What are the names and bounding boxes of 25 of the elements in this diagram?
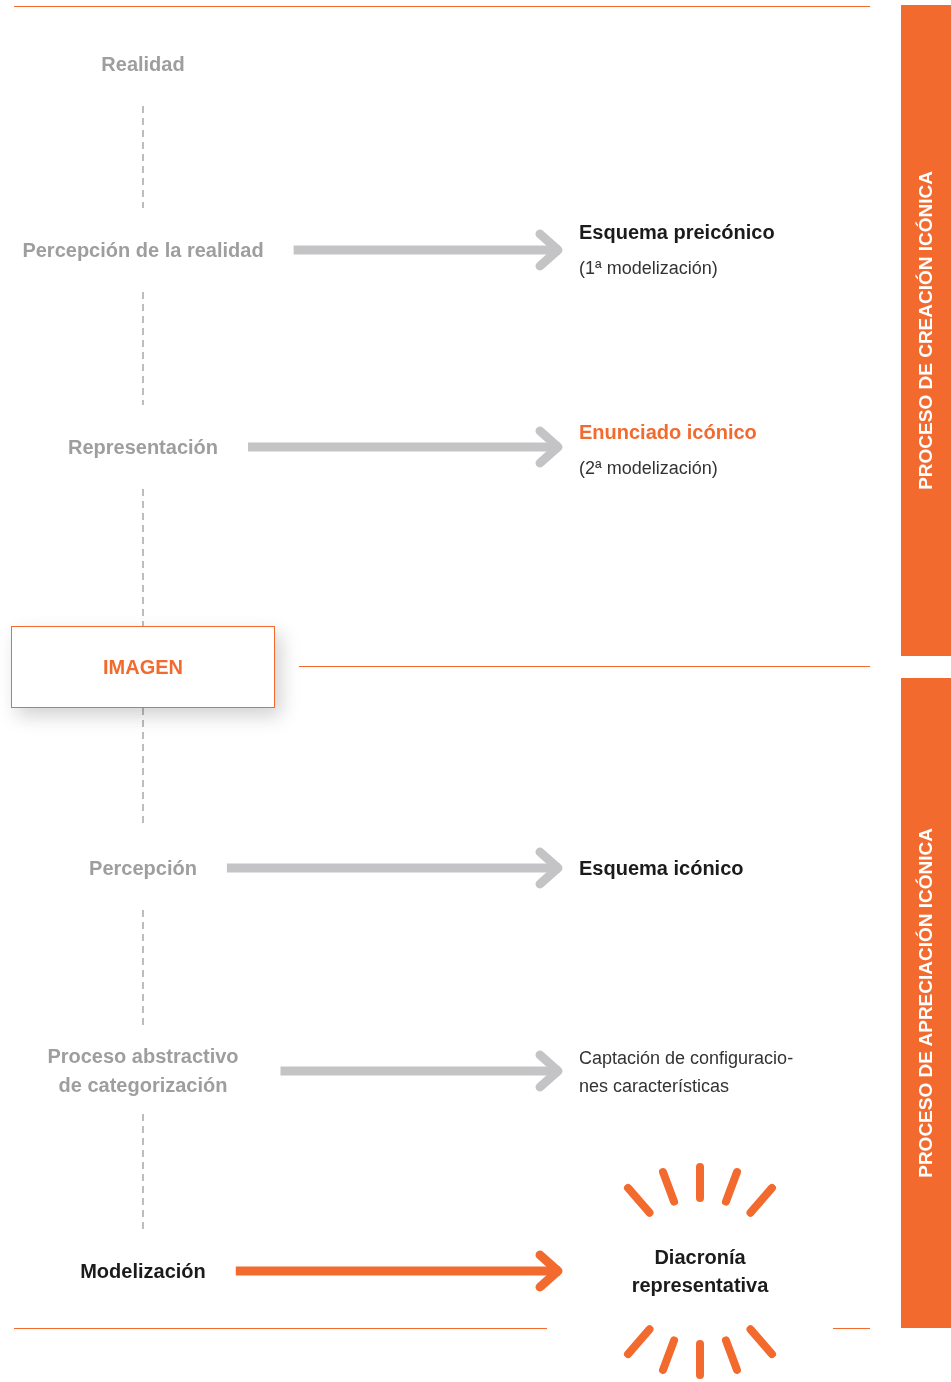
step-label: Percepción xyxy=(89,855,197,881)
side-band: PROCESO DE APRECIACIÓN ICÓNICA xyxy=(901,678,951,1328)
result-title: Enunciado icónico xyxy=(579,420,757,445)
arrow xyxy=(280,1050,563,1092)
result-note: (1ª modelización) xyxy=(579,257,718,280)
result-note: (2ª modelización) xyxy=(579,457,718,480)
highlighted-box: IMAGEN xyxy=(11,626,275,708)
step-label: Representación xyxy=(67,434,219,460)
result-title: Esquema icónico xyxy=(579,856,744,881)
dashed-connector xyxy=(142,291,144,406)
result-text: Captación de configuracio- nes características xyxy=(579,1047,795,1098)
dashed-connector xyxy=(142,105,144,209)
side-band: PROCESO DE CREACIÓN ICÓNICA xyxy=(901,5,951,656)
step-label: Proceso abstractivo de categorización xyxy=(46,1044,240,1098)
arrow xyxy=(235,1250,563,1292)
step-label: Modelización xyxy=(80,1258,206,1284)
burst-label: Diacronía representativa xyxy=(630,1245,770,1298)
arrow xyxy=(226,847,563,889)
arrow xyxy=(293,229,563,271)
dashed-connector xyxy=(142,488,144,627)
step-label: Realidad xyxy=(101,51,185,77)
result-title: Esquema preicónico xyxy=(579,220,775,245)
step-label: Percepción de la realidad xyxy=(22,237,264,263)
arrow xyxy=(248,426,563,468)
dashed-connector xyxy=(142,1113,144,1230)
